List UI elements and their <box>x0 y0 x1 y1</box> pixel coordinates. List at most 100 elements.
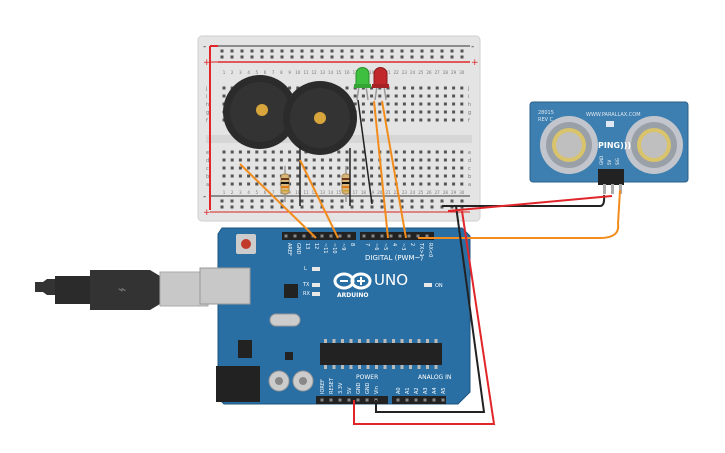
breadboard-hole[interactable] <box>222 86 226 90</box>
breadboard-hole[interactable] <box>419 102 423 106</box>
breadboard-hole[interactable] <box>460 110 464 114</box>
breadboard-hole[interactable] <box>329 182 333 186</box>
breadboard-hole[interactable] <box>222 94 226 98</box>
rail-hole[interactable] <box>270 55 274 59</box>
breadboard-hole[interactable] <box>345 86 349 90</box>
rail-hole[interactable] <box>460 49 464 53</box>
breadboard-hole[interactable] <box>247 166 251 170</box>
breadboard-hole[interactable] <box>345 150 349 154</box>
rail-hole[interactable] <box>440 199 444 203</box>
breadboard-hole[interactable] <box>411 158 415 162</box>
breadboard-hole[interactable] <box>419 182 423 186</box>
breadboard-hole[interactable] <box>419 110 423 114</box>
breadboard-hole[interactable] <box>452 86 456 90</box>
breadboard-hole[interactable] <box>386 94 390 98</box>
breadboard-hole[interactable] <box>353 150 357 154</box>
breadboard-hole[interactable] <box>411 86 415 90</box>
breadboard-hole[interactable] <box>320 166 324 170</box>
breadboard-hole[interactable] <box>443 102 447 106</box>
rail-hole[interactable] <box>390 55 394 59</box>
breadboard-hole[interactable] <box>460 102 464 106</box>
rail-hole[interactable] <box>240 199 244 203</box>
rail-hole[interactable] <box>270 199 274 203</box>
breadboard-hole[interactable] <box>361 118 365 122</box>
breadboard-hole[interactable] <box>329 158 333 162</box>
breadboard-hole[interactable] <box>320 174 324 178</box>
rail-hole[interactable] <box>310 205 314 209</box>
analog-pin[interactable] <box>441 398 445 402</box>
breadboard-hole[interactable] <box>402 150 406 154</box>
rail-hole[interactable] <box>430 55 434 59</box>
breadboard-hole[interactable] <box>279 166 283 170</box>
breadboard-hole[interactable] <box>443 118 447 122</box>
usb-port[interactable] <box>199 267 251 305</box>
rail-hole[interactable] <box>260 199 264 203</box>
rail-hole[interactable] <box>260 55 264 59</box>
breadboard-hole[interactable] <box>222 166 226 170</box>
rail-hole[interactable] <box>300 55 304 59</box>
breadboard-hole[interactable] <box>361 110 365 114</box>
breadboard-hole[interactable] <box>460 150 464 154</box>
breadboard-hole[interactable] <box>394 118 398 122</box>
ultrasonic-sensor[interactable]: 28015 REV C WWW.PARALLAX.COM PING))) GND… <box>529 101 689 194</box>
breadboard-hole[interactable] <box>394 174 398 178</box>
digital-pin[interactable] <box>347 234 351 238</box>
breadboard-hole[interactable] <box>222 182 226 186</box>
breadboard-hole[interactable] <box>337 166 341 170</box>
breadboard-hole[interactable] <box>460 182 464 186</box>
breadboard-hole[interactable] <box>288 150 292 154</box>
breadboard-hole[interactable] <box>460 94 464 98</box>
rail-hole[interactable] <box>380 199 384 203</box>
breadboard-hole[interactable] <box>419 158 423 162</box>
power-pin[interactable] <box>320 398 324 402</box>
breadboard-hole[interactable] <box>271 166 275 170</box>
rail-hole[interactable] <box>410 55 414 59</box>
breadboard-hole[interactable] <box>411 182 415 186</box>
digital-pin[interactable] <box>416 234 420 238</box>
rail-hole[interactable] <box>220 205 224 209</box>
rail-hole[interactable] <box>430 49 434 53</box>
breadboard-hole[interactable] <box>411 118 415 122</box>
breadboard-hole[interactable] <box>419 150 423 154</box>
rail-hole[interactable] <box>300 199 304 203</box>
breadboard-hole[interactable] <box>460 166 464 170</box>
rail-hole[interactable] <box>340 55 344 59</box>
breadboard-hole[interactable] <box>443 94 447 98</box>
breadboard-hole[interactable] <box>443 166 447 170</box>
breadboard-hole[interactable] <box>238 182 242 186</box>
rail-hole[interactable] <box>280 199 284 203</box>
rail-hole[interactable] <box>450 199 454 203</box>
rail-hole[interactable] <box>380 205 384 209</box>
rail-hole[interactable] <box>350 205 354 209</box>
breadboard-hole[interactable] <box>263 182 267 186</box>
breadboard-hole[interactable] <box>435 110 439 114</box>
breadboard-hole[interactable] <box>279 150 283 154</box>
breadboard-hole[interactable] <box>386 102 390 106</box>
rail-hole[interactable] <box>290 205 294 209</box>
breadboard-hole[interactable] <box>435 158 439 162</box>
breadboard-hole[interactable] <box>427 86 431 90</box>
rail-hole[interactable] <box>370 205 374 209</box>
rail-hole[interactable] <box>330 205 334 209</box>
breadboard-hole[interactable] <box>402 158 406 162</box>
breadboard-hole[interactable] <box>370 110 374 114</box>
rail-hole[interactable] <box>310 55 314 59</box>
breadboard-hole[interactable] <box>247 174 251 178</box>
wires[interactable] <box>218 61 621 425</box>
breadboard-hole[interactable] <box>370 174 374 178</box>
breadboard-hole[interactable] <box>435 174 439 178</box>
breadboard-hole[interactable] <box>386 174 390 178</box>
breadboard-hole[interactable] <box>378 182 382 186</box>
rail-hole[interactable] <box>340 49 344 53</box>
breadboard-hole[interactable] <box>370 86 374 90</box>
breadboard-hole[interactable] <box>255 158 259 162</box>
rail-hole[interactable] <box>400 49 404 53</box>
breadboard-hole[interactable] <box>230 158 234 162</box>
rail-hole[interactable] <box>350 49 354 53</box>
rail-hole[interactable] <box>230 205 234 209</box>
breadboard-hole[interactable] <box>345 166 349 170</box>
breadboard-hole[interactable] <box>370 118 374 122</box>
breadboard-hole[interactable] <box>427 102 431 106</box>
breadboard-hole[interactable] <box>337 174 341 178</box>
rail-hole[interactable] <box>290 55 294 59</box>
